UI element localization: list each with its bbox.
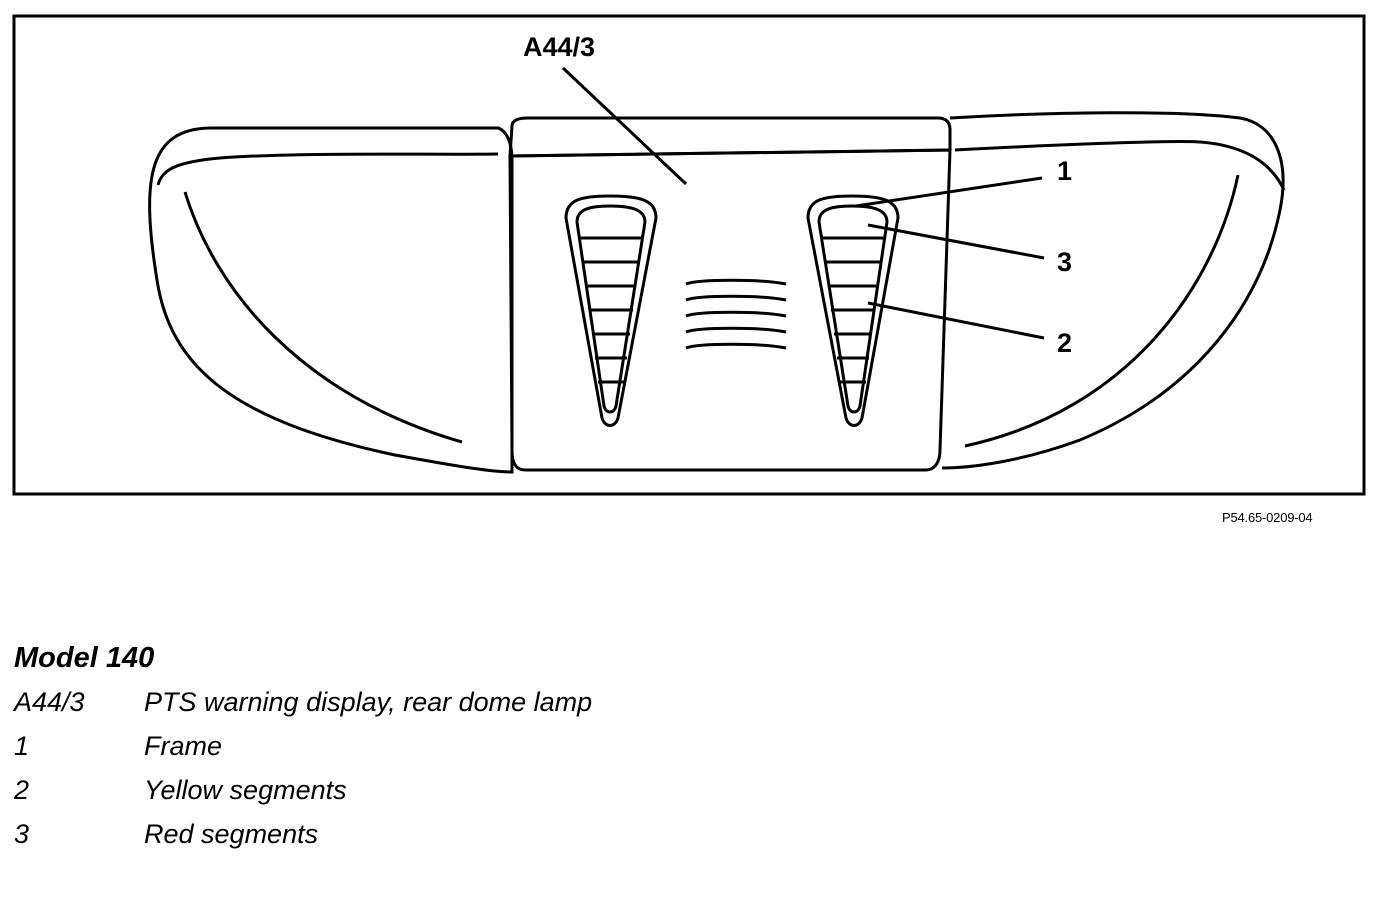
legend-title: Model 140 [14, 642, 155, 674]
leader-3 [867, 223, 1045, 260]
drawing-code: P54.65-0209-04 [1222, 510, 1313, 525]
leader-1 [855, 176, 1043, 208]
leader-lines [561, 66, 1045, 340]
center-housing [508, 116, 952, 472]
legend-text: Frame [144, 731, 223, 761]
legend-row: 2 Yellow segments [14, 768, 624, 812]
legend-text: PTS warning display, rear dome lamp [144, 687, 593, 717]
figure-border [12, 14, 1366, 496]
legend-row: 1 Frame [14, 724, 624, 768]
legend-key: 2 [14, 775, 30, 805]
legend-text: Yellow segments [144, 775, 347, 805]
legend-row: 3 Red segments [14, 812, 624, 856]
legend-key: 3 [14, 819, 30, 849]
legend-key: 1 [14, 731, 30, 761]
legend: Model 140 A44/3 PTS warning display, rea… [14, 636, 624, 856]
speaker-grille [685, 278, 787, 350]
legend-key: A44/3 [14, 687, 85, 717]
leader-a44-3 [561, 66, 688, 186]
callout-3: 3 [1057, 247, 1072, 277]
right-lens [941, 111, 1286, 470]
leader-2 [867, 301, 1045, 340]
legend-row: A44/3 PTS warning display, rear dome lam… [14, 680, 624, 724]
dome-lamp-diagram: A44/3 1 3 2 [12, 14, 1366, 496]
left-segment-display [564, 194, 658, 427]
legend-text: Red segments [144, 819, 319, 849]
callout-2: 2 [1057, 328, 1072, 358]
callout-1: 1 [1057, 156, 1072, 186]
right-segment-display [806, 194, 900, 427]
callout-a44-3: A44/3 [523, 32, 595, 62]
left-lens [148, 126, 514, 474]
